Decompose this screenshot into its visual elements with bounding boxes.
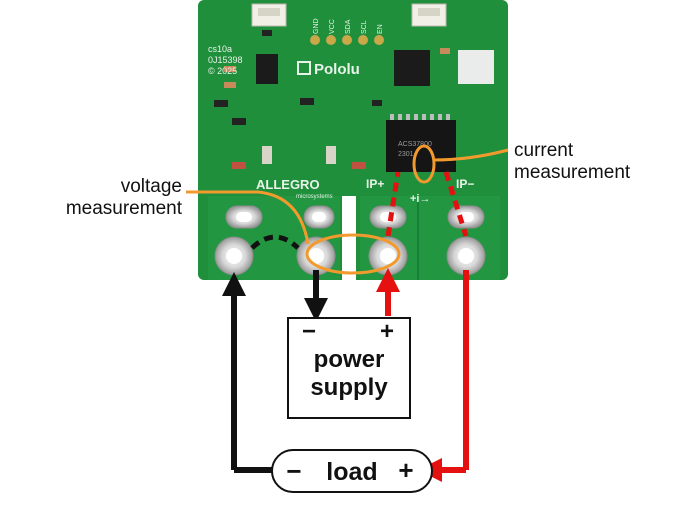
silk-allegro: ALLEGRO [256, 177, 320, 192]
pin-label-sda: SDA [345, 19, 352, 34]
terminal-pads [214, 236, 486, 276]
voltage-measurement-label: voltage measurement [42, 176, 182, 220]
current-path-dashed-in [385, 171, 401, 237]
silk-model: cs10a [208, 44, 232, 54]
upper-oval-pads [225, 205, 485, 229]
pcb-board: cs10a 0J15398 © 2025 GND VCC SDA SCL EN … [198, 0, 508, 286]
label-box [458, 50, 494, 84]
voltage-highlight-ellipse [305, 233, 401, 275]
pin-label-gnd: GND [313, 18, 320, 34]
silk-pin-labels: GND VCC SDA SCL EN [313, 18, 384, 34]
regulator-chip [256, 54, 278, 84]
connector-right-inner [418, 8, 440, 16]
passive-components [214, 30, 450, 169]
pcb-slot [342, 196, 356, 286]
silk-ip-plus: IP+ [366, 177, 384, 191]
current-label-line1: current [514, 140, 574, 161]
silk-year: © 2025 [208, 66, 237, 76]
silk-ip-minus: IP− [456, 177, 474, 191]
sensor-chip-pins [390, 114, 450, 120]
chip-marking: ACS37800 [398, 141, 432, 148]
silk-current-arrow: +i→ [410, 193, 430, 205]
pin-label-vcc: VCC [329, 19, 336, 34]
power-supply-box [287, 317, 411, 419]
current-measurement-label: current measurement [514, 140, 630, 184]
header-pads [310, 35, 384, 45]
connector-left-inner [258, 8, 280, 16]
isolator-chip [394, 50, 430, 86]
pin-label-en: EN [377, 24, 384, 34]
load-minus: − [286, 456, 302, 486]
power-supply-minus: − [301, 318, 316, 345]
pololu-logo-icon [297, 61, 311, 75]
load-box [271, 449, 433, 493]
load-label: load [326, 458, 378, 486]
power-supply-plus: + [379, 318, 394, 345]
power-supply-label: power supply [288, 346, 410, 402]
current-path-dashed-out [443, 171, 469, 237]
pin-label-scl: SCL [361, 20, 368, 34]
voltage-sense-dashed-link [250, 234, 300, 250]
silk-allegro-sub: microsystems [296, 194, 333, 200]
current-highlight-ellipse [412, 144, 436, 184]
current-label-line2: measurement [514, 162, 631, 183]
chip-marking-sub: 2301 [398, 151, 414, 158]
voltage-label-line2: measurement [65, 198, 182, 219]
power-supply-label-line1: power [313, 346, 385, 373]
power-supply-label-line2: supply [310, 374, 388, 401]
silk-brand: Pololu [314, 61, 360, 78]
load-plus: + [398, 455, 414, 485]
voltage-leader-line [186, 190, 310, 245]
silk-serial: 0J15398 [208, 55, 243, 65]
voltage-label-line1: voltage [120, 176, 182, 197]
current-leader-line [433, 148, 509, 162]
